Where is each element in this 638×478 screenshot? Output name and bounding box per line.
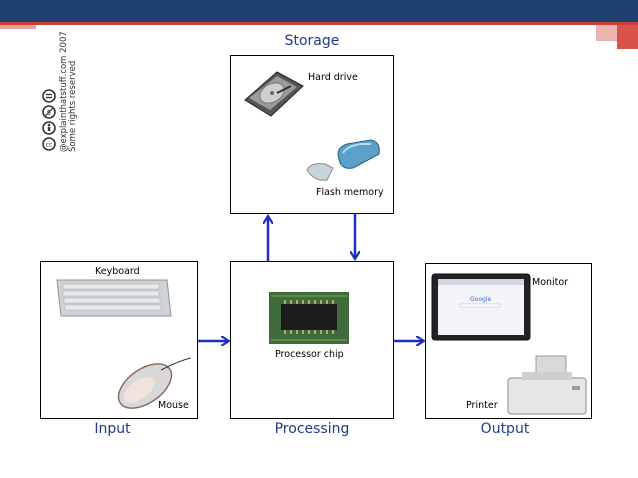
mouse-label: Mouse (158, 400, 189, 411)
input-title: Input (94, 421, 131, 437)
printer-label: Printer (466, 400, 498, 411)
monitor-label: Monitor (532, 277, 569, 288)
printer-icon (507, 355, 587, 415)
nc-icon: $ (42, 105, 56, 119)
monitor-icon: Google (431, 273, 531, 341)
processing-title: Processing (274, 421, 350, 437)
credit-line-2: Some rights reserved (68, 60, 78, 152)
svg-text:cc: cc (46, 142, 53, 149)
storage-title: Storage (284, 33, 340, 49)
keyboard-icon (56, 279, 172, 317)
flash-memory-icon (306, 139, 380, 181)
cc-icon: cc (42, 137, 56, 151)
output-node: Google Monitor Printer (425, 263, 592, 419)
mouse-icon (117, 357, 192, 409)
header-accent-line (0, 22, 638, 25)
processing-node: Processor chip (230, 261, 394, 419)
processor-chip-icon (269, 292, 349, 344)
storage-node: Hard drive Flash memory (230, 55, 394, 214)
corner-decoration-left (0, 25, 36, 29)
nd-icon (42, 89, 56, 103)
flash-memory-label: Flash memory (316, 187, 384, 198)
keyboard-label: Keyboard (95, 266, 140, 277)
processor-chip-label: Processor chip (275, 349, 344, 360)
corner-decoration-right-dark (617, 25, 638, 49)
output-title: Output (480, 421, 530, 437)
svg-text:Google: Google (470, 296, 491, 303)
hard-drive-label: Hard drive (308, 72, 358, 83)
credit-block: cc $ @explainthatstuff.com 2007 Some rig… (40, 31, 80, 154)
by-icon (42, 121, 56, 135)
header-bar (0, 0, 638, 22)
hard-drive-icon (244, 71, 304, 117)
cc-license-icons: cc $ (42, 89, 56, 151)
input-node: Keyboard Mouse (40, 261, 198, 419)
